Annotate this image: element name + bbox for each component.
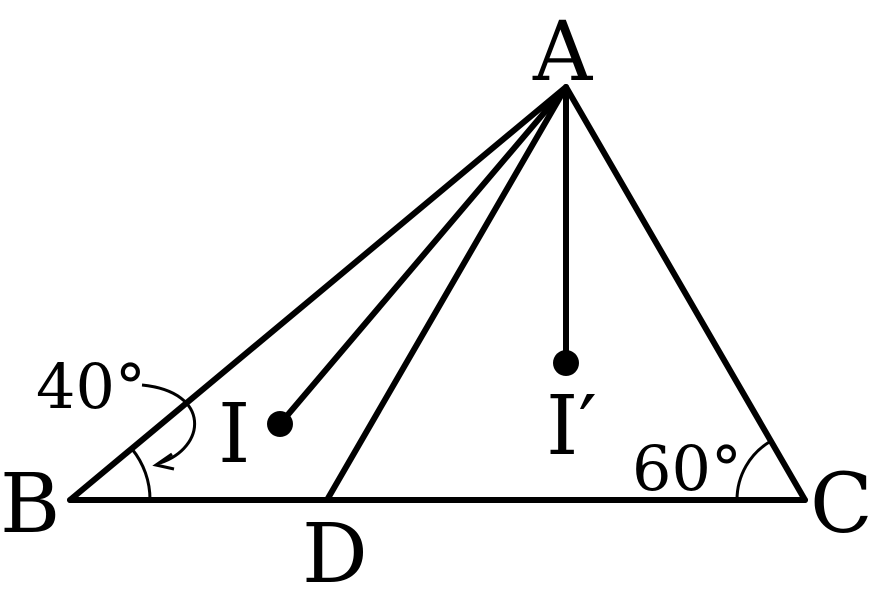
label-angle-c: 60° (632, 432, 742, 505)
angle-c-arc (735, 439, 772, 501)
segment-ai (277, 84, 569, 427)
angle-b-pointer-arrow (141, 383, 196, 465)
label-point-c: C (810, 457, 871, 552)
label-angle-b: 40° (36, 350, 146, 423)
point-i-prime-marker (553, 350, 579, 376)
label-point-i: I (218, 387, 250, 482)
label-point-a: A (532, 5, 594, 100)
segment-ab (67, 84, 569, 503)
label-point-d: D (302, 507, 368, 602)
label-point-i-prime: I′ (546, 379, 597, 474)
segment-ac (563, 84, 808, 503)
arrow-head-icon (152, 452, 175, 471)
label-point-b: B (0, 457, 60, 552)
angle-b-arc (130, 448, 152, 501)
segment-ad (324, 84, 569, 503)
point-i-marker (267, 411, 293, 437)
